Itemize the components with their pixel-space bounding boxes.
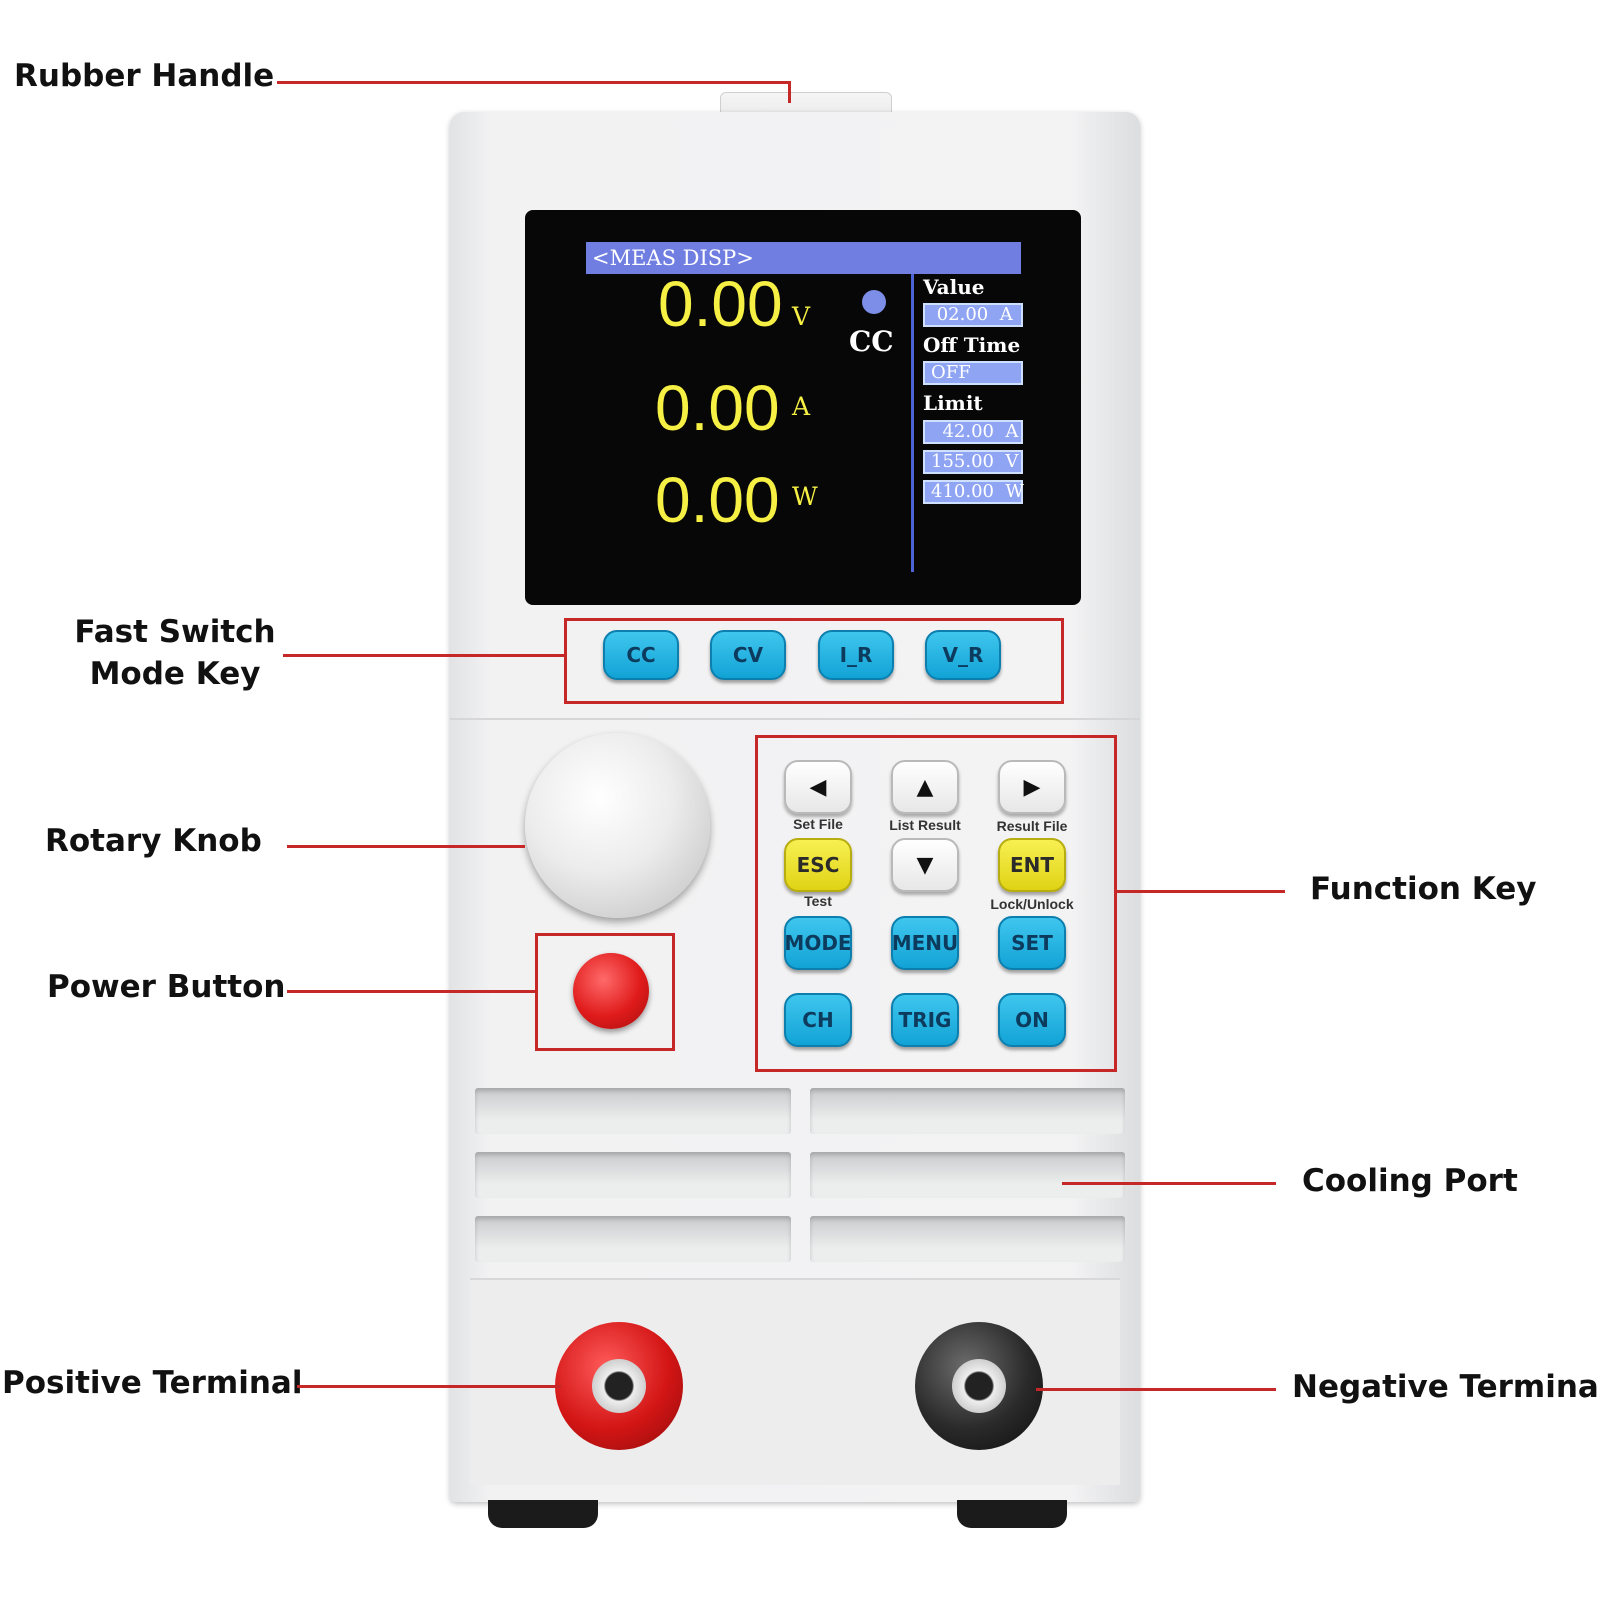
limit-power-field: 410.00 W	[923, 480, 1024, 504]
set-file-caption: Set File	[793, 816, 843, 832]
lcd-divider	[911, 274, 914, 572]
rotary-knob-leader	[287, 845, 525, 848]
limit-voltage-field: 155.00 V	[923, 450, 1023, 474]
cooling-slot	[810, 1152, 1125, 1198]
voltage-unit: V	[792, 302, 811, 331]
ch-key[interactable]: CH	[784, 993, 852, 1047]
lcd-screen	[525, 210, 1081, 605]
value-field: 02.00 A	[923, 303, 1023, 327]
current-unit: A	[792, 392, 811, 421]
right-arrow-key[interactable]: ▶	[998, 760, 1066, 814]
set-key[interactable]: SET	[998, 916, 1066, 970]
positive-terminal-leader	[297, 1385, 561, 1388]
mode-indicator-text: CC	[849, 325, 894, 358]
cv-key[interactable]: CV	[710, 630, 786, 680]
cooling-slot	[475, 1216, 791, 1262]
current-reading: 0.00	[655, 372, 780, 444]
vr-key[interactable]: V_R	[925, 630, 1001, 680]
power-button-leader	[287, 990, 537, 993]
limit-label: Limit	[923, 391, 983, 415]
power-unit: W	[792, 482, 818, 511]
lock-unlock-caption: Lock/Unlock	[990, 896, 1074, 912]
rubber-handle-leader	[277, 81, 790, 84]
trig-key[interactable]: TRIG	[891, 993, 959, 1047]
down-arrow-icon: ▼	[916, 852, 934, 878]
off-time-label: Off Time	[923, 333, 1021, 357]
power-button-label: Power Button	[47, 969, 286, 1005]
mode-indicator-dot	[862, 290, 886, 314]
list-result-caption: List Result	[889, 817, 961, 833]
mode-key[interactable]: MODE	[784, 916, 852, 970]
cooling-port-leader	[1062, 1182, 1276, 1185]
rubber-handle-leader-drop	[788, 81, 791, 103]
value-label: Value	[923, 275, 985, 299]
cooling-port-label: Cooling Port	[1302, 1163, 1518, 1199]
off-time-field: OFF	[923, 361, 1023, 385]
ir-key[interactable]: I_R	[818, 630, 894, 680]
esc-key[interactable]: ESC	[784, 838, 852, 892]
negative-terminal[interactable]	[915, 1322, 1043, 1450]
fast-switch-highlight	[564, 618, 1064, 704]
fast-switch-label-line2: Mode Key	[89, 656, 261, 692]
device-foot-left	[488, 1500, 598, 1528]
fast-switch-leader	[283, 654, 565, 657]
positive-terminal[interactable]	[555, 1322, 683, 1450]
power-button-highlight	[535, 933, 675, 1051]
positive-terminal-label: Positive Terminal	[2, 1365, 303, 1401]
left-arrow-icon: ◀	[809, 774, 827, 800]
function-key-highlight	[755, 735, 1117, 1072]
function-key-label: Function Key	[1310, 871, 1537, 907]
limit-current-field: 42.00 A	[923, 420, 1023, 444]
device-foot-right	[957, 1500, 1067, 1528]
negative-terminal-leader	[1036, 1388, 1276, 1391]
rotary-knob[interactable]	[525, 733, 710, 918]
cc-key[interactable]: CC	[603, 630, 679, 680]
on-key[interactable]: ON	[998, 993, 1066, 1047]
left-arrow-key[interactable]: ◀	[784, 760, 852, 814]
rubber-handle-label: Rubber Handle	[14, 58, 275, 94]
cooling-slot	[475, 1152, 791, 1198]
result-file-caption: Result File	[996, 818, 1068, 834]
voltage-reading: 0.00	[658, 268, 783, 340]
menu-key[interactable]: MENU	[891, 916, 959, 970]
test-caption: Test	[804, 893, 832, 909]
down-arrow-key[interactable]: ▼	[891, 838, 959, 892]
negative-terminal-label: Negative Terminal	[1292, 1369, 1600, 1405]
panel-divider	[450, 718, 1140, 720]
power-reading: 0.00	[655, 464, 780, 536]
cooling-slot	[810, 1216, 1125, 1262]
rotary-knob-label: Rotary Knob	[45, 823, 262, 859]
lcd-title-bar: <MEAS DISP>	[586, 242, 1021, 274]
fast-switch-label-line1: Fast Switch	[74, 614, 276, 650]
up-arrow-key[interactable]: ▲	[891, 760, 959, 814]
terminal-socket	[592, 1359, 646, 1413]
right-arrow-icon: ▶	[1023, 774, 1041, 800]
cooling-slot	[475, 1088, 791, 1134]
terminal-socket	[952, 1359, 1006, 1413]
cooling-slot	[810, 1088, 1125, 1134]
ent-key[interactable]: ENT	[998, 838, 1066, 892]
up-arrow-icon: ▲	[916, 774, 934, 800]
power-button[interactable]	[573, 953, 649, 1029]
function-key-leader	[1117, 890, 1285, 893]
